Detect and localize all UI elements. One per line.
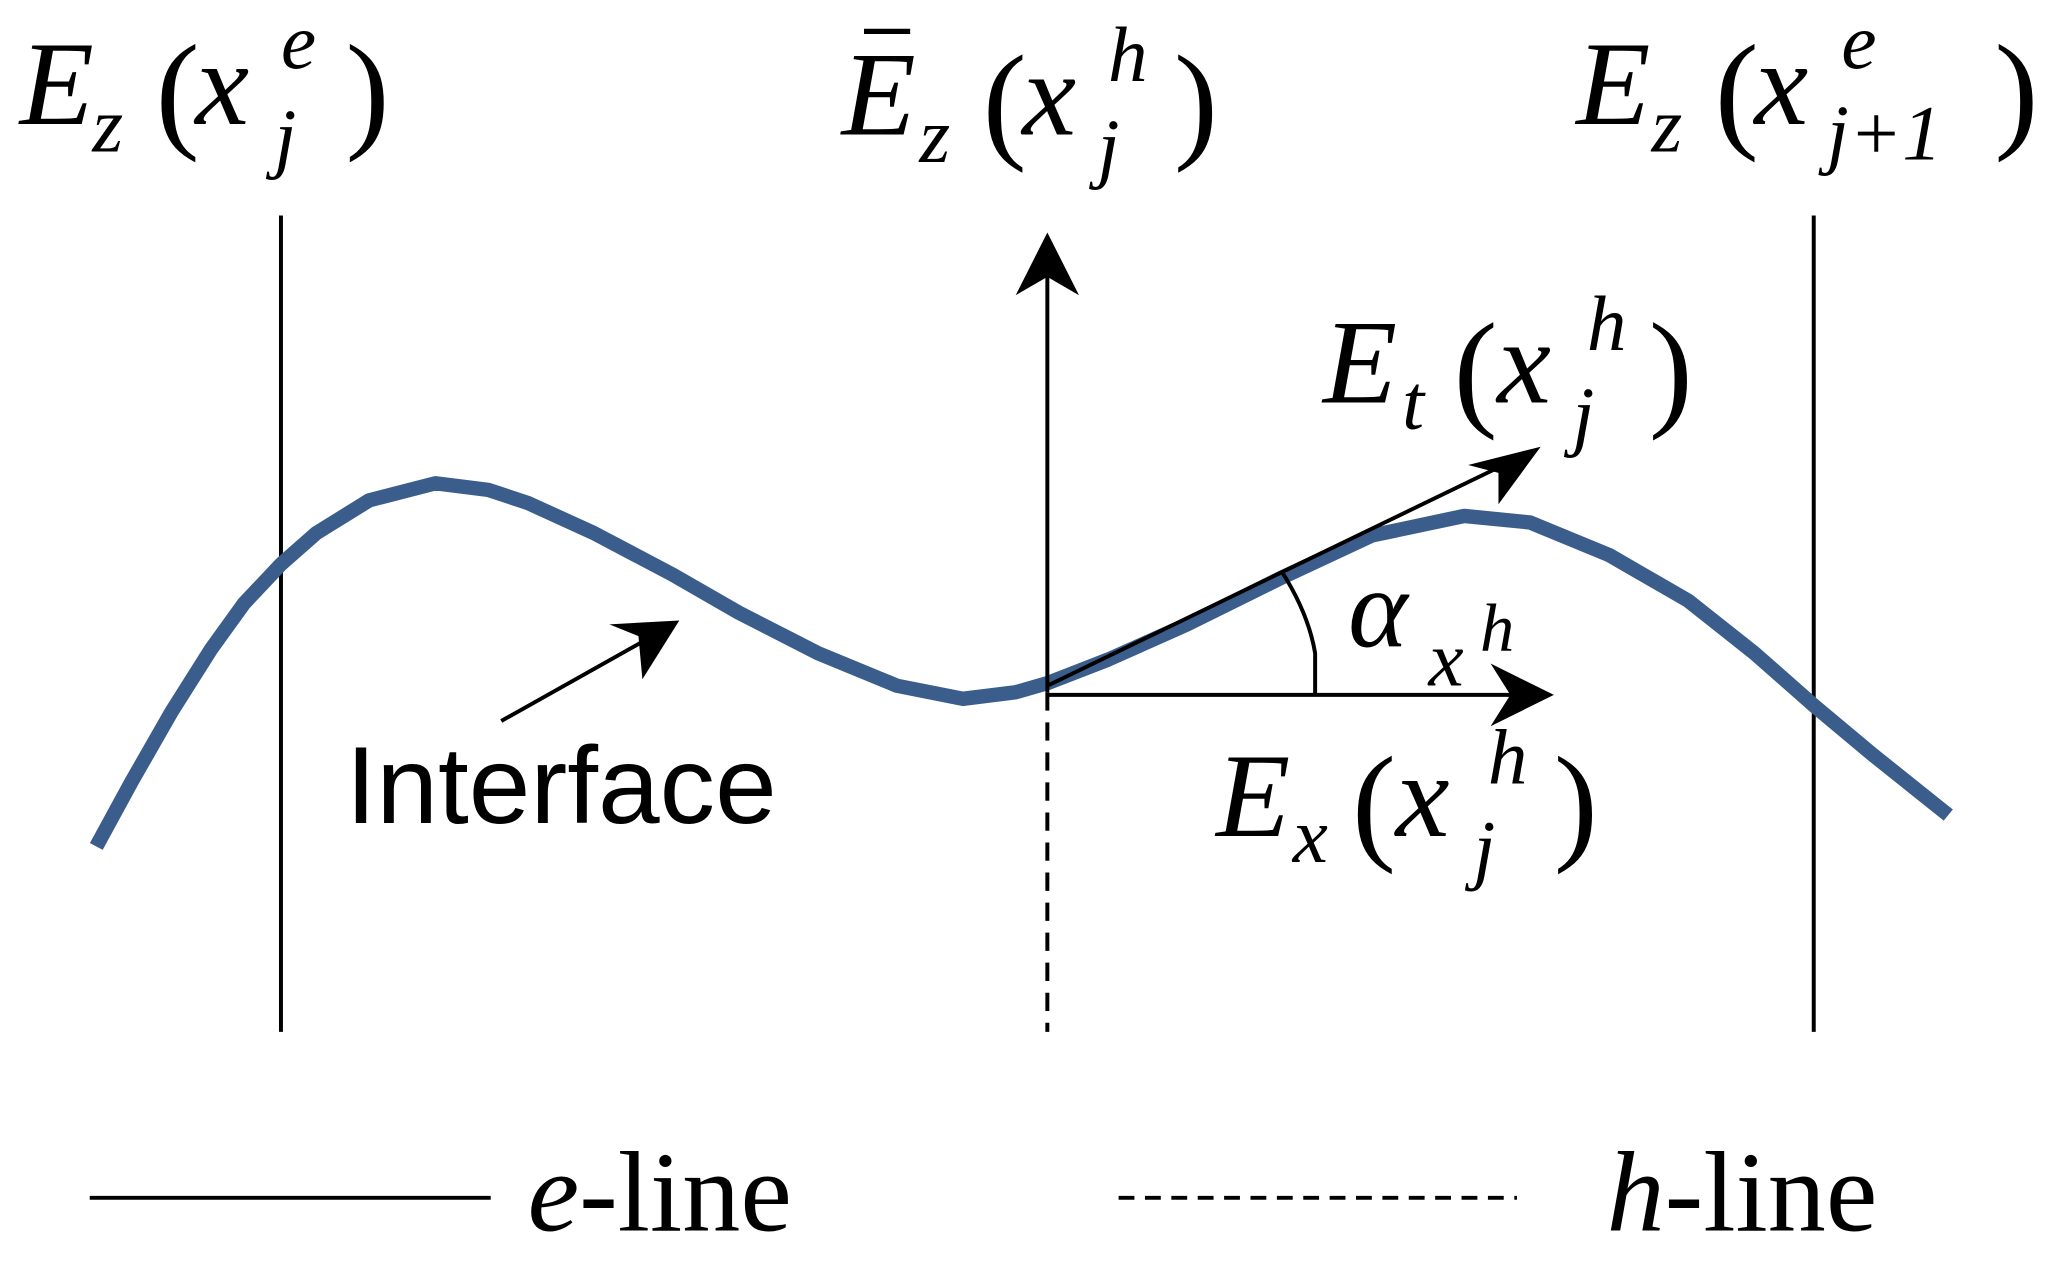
label-open: ( (156, 19, 200, 163)
label-main: E (1214, 729, 1290, 862)
label-sup: h (1488, 715, 1528, 802)
label-idx: j (265, 95, 296, 182)
ez-arrow-head (1015, 232, 1080, 296)
label-ex-xjh: E x ( x h j ) (1214, 715, 1598, 893)
label-sup: h (1480, 590, 1514, 666)
label-open: ( (1715, 19, 1759, 163)
label-close: ) (346, 19, 390, 163)
ex-arrow-head (1490, 663, 1554, 727)
legend-e-symbol: e (528, 1128, 580, 1255)
label-var: x (1394, 729, 1450, 862)
legend-e-text: -line (579, 1128, 792, 1255)
label-sub: z (918, 93, 950, 180)
label-main: E (1321, 296, 1397, 429)
et-arrow-head (1468, 446, 1541, 505)
angle-arc (1280, 571, 1318, 695)
label-main: α (1348, 547, 1410, 671)
label-close: ) (1649, 297, 1693, 441)
label-sub: z (1650, 83, 1682, 170)
label-ez-xj1e: E z ( x e j+1 ) (1574, 0, 2038, 177)
label-sup: h (1108, 12, 1148, 99)
label-alpha: α x h (1348, 547, 1514, 704)
interface-curve (89, 476, 1953, 850)
label-open: ( (983, 30, 1027, 174)
label-open: ( (1352, 731, 1396, 875)
label-var: x (1020, 28, 1076, 161)
interface-label: Interface (346, 724, 777, 846)
label-et-xjh: E t ( x h j ) (1321, 281, 1693, 459)
label-idx: j (1464, 806, 1495, 893)
label-sup: h (1587, 281, 1627, 368)
label-sub: t (1402, 360, 1426, 447)
label-close: ) (1174, 30, 1218, 174)
label-close: ) (1554, 731, 1598, 875)
label-var: x (1495, 296, 1551, 429)
legend-e-line-label: e-line (528, 1128, 792, 1255)
label-var: x (193, 18, 249, 151)
label-idx: j (1088, 105, 1119, 192)
label-var: x (1752, 18, 1808, 151)
legend-h-text: -line (1665, 1128, 1878, 1255)
legend-h-line-label: h-line (1607, 1128, 1878, 1255)
legend-h-symbol: h (1607, 1128, 1665, 1255)
label-idx: j+1 (1818, 91, 1942, 178)
label-main: E (1574, 18, 1650, 151)
label-sup: e (1841, 0, 1876, 86)
label-sup: e (281, 0, 316, 86)
label-sub: x (1292, 793, 1328, 880)
label-main: E (840, 28, 916, 161)
interface-pointer-head (609, 620, 680, 680)
legend: e-line h-line (89, 1128, 1878, 1255)
label-sub: x (1428, 617, 1464, 704)
interface-pointer-shaft (500, 630, 661, 723)
label-idx: j (1563, 373, 1594, 460)
label-ezbar-xjh: E z ( x h j ) (840, 12, 1218, 191)
label-sub: z (91, 83, 123, 170)
label-ez-xje: E z ( x e j ) (18, 0, 390, 181)
label-main: E (18, 18, 94, 151)
label-open: ( (1454, 297, 1498, 441)
label-close: ) (1994, 19, 2038, 163)
et-arrow-shaft (1046, 456, 1518, 688)
